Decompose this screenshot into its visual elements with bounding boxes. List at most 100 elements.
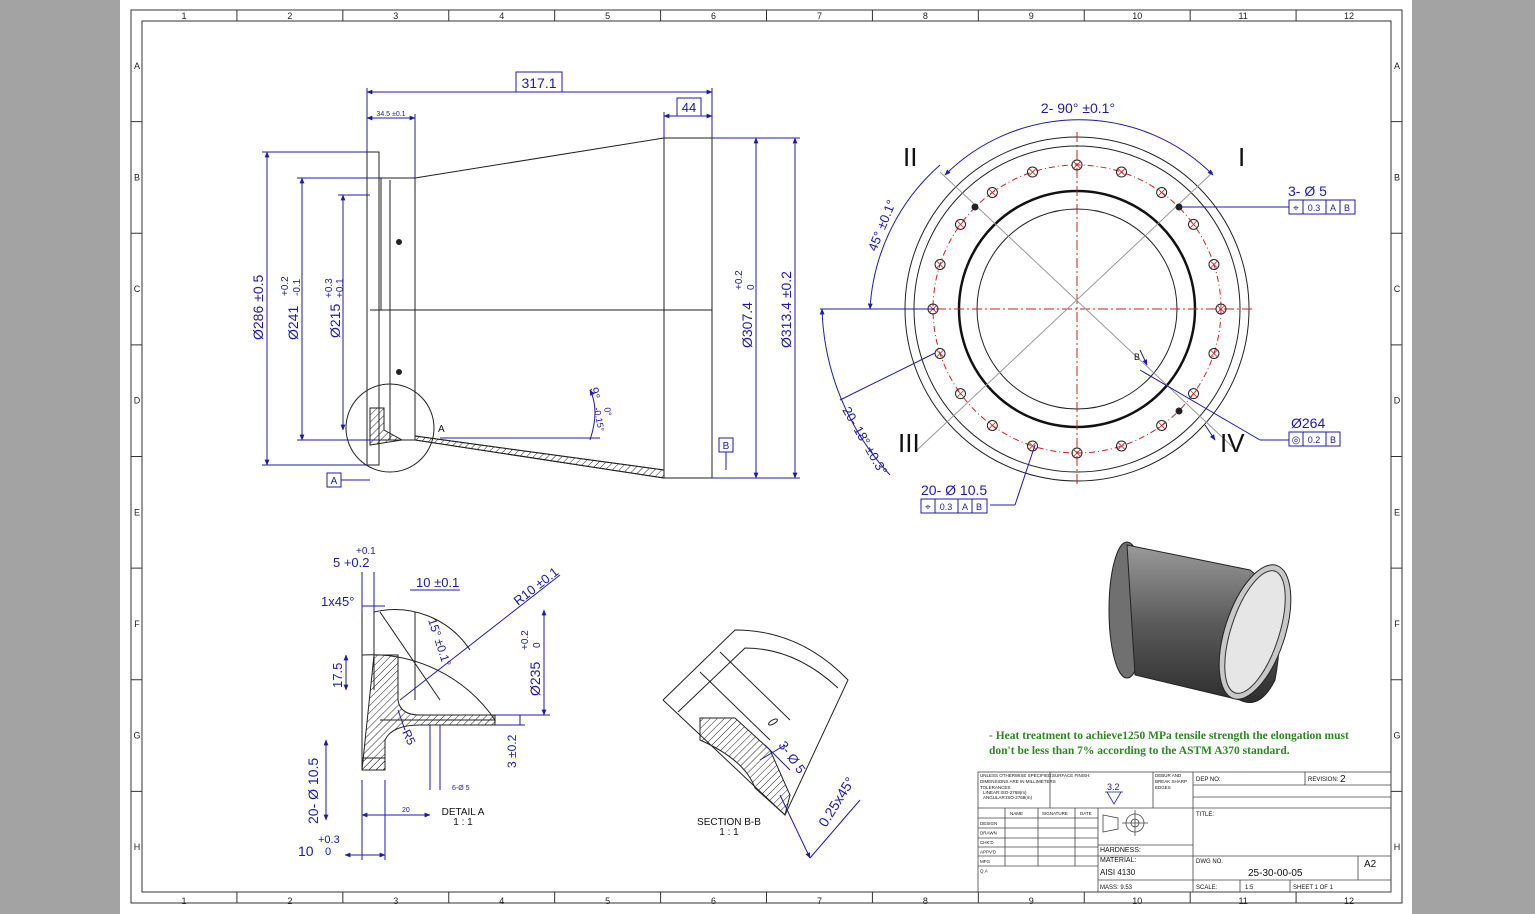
approval-row-label: DRAWN xyxy=(980,831,997,836)
cone-angle-dim: 9° xyxy=(587,386,603,400)
approval-row-label: Q.A xyxy=(980,869,988,874)
bolt-hole xyxy=(1156,419,1168,431)
zone-col-12: 12 xyxy=(1344,11,1354,21)
zone-row-C: C xyxy=(1394,284,1401,294)
approval-row-label: APPV'D xyxy=(980,850,997,855)
zone-col-5: 5 xyxy=(605,896,610,906)
detail-a-dimensions xyxy=(323,572,561,860)
detail-dim-20: 20 xyxy=(402,807,410,814)
bolt-hole xyxy=(1115,166,1127,178)
svg-text:ANGULAR:ISO-2768(m): ANGULAR:ISO-2768(m) xyxy=(983,795,1033,800)
dia-215-dim: Ø215 xyxy=(327,304,343,338)
sheet-count: SHEET 1 OF 1 xyxy=(1293,885,1334,891)
zone-col-1: 1 xyxy=(181,896,186,906)
detail-dim-17-5: 17.5 xyxy=(330,663,345,688)
section-marker-b: B xyxy=(1134,352,1140,362)
drawing-number: 25-30-00-05 xyxy=(1248,868,1303,879)
svg-text:NAME: NAME xyxy=(1010,811,1023,816)
bolt-hole xyxy=(934,259,946,271)
fcf-dia-264: ◎ 0.2 B xyxy=(1288,431,1341,447)
note-line-2: don't be less than 7% according to the A… xyxy=(989,745,1290,757)
detail-dim-5-tol: +0.1 xyxy=(356,546,376,557)
detail-dim-10b-tol-up: +0.3 xyxy=(318,834,340,846)
zone-col-4: 4 xyxy=(499,896,504,906)
zone-col-11: 11 xyxy=(1238,11,1247,21)
zone-row-D: D xyxy=(1394,396,1401,406)
bolt-hole xyxy=(955,388,967,400)
svg-text:0.3: 0.3 xyxy=(940,502,953,512)
svg-text:SCALE:: SCALE: xyxy=(1196,885,1218,891)
zone-col-6: 6 xyxy=(711,896,716,906)
zone-col-5: 5 xyxy=(605,11,610,21)
view-line-i: I xyxy=(1238,142,1245,172)
zone-col-4: 4 xyxy=(499,11,504,21)
dia-307-dim: Ø307.4 xyxy=(739,302,755,348)
svg-text:DATE: DATE xyxy=(1080,811,1092,816)
zone-col-2: 2 xyxy=(287,896,292,906)
zone-col-10: 10 xyxy=(1132,896,1142,906)
flange-hub xyxy=(379,177,416,441)
detail-a-view xyxy=(361,609,496,771)
detail-radius-5: R5 xyxy=(399,727,418,747)
cone-angle-tol-up: 0° xyxy=(602,407,613,418)
view-line-iii: III xyxy=(898,428,920,458)
dia-215-tol-up: +0.3 xyxy=(324,278,335,298)
svg-text:DIMENSIONS ARE IN MILLIMETERS: DIMENSIONS ARE IN MILLIMETERS xyxy=(980,779,1056,784)
dia-286-dim: Ø286 ±0.5 xyxy=(250,275,266,340)
dia-264-dim: Ø264 xyxy=(1291,415,1325,431)
zone-row-D: D xyxy=(134,396,141,406)
datum-a-label: A xyxy=(331,476,338,487)
svg-text:B: B xyxy=(1330,435,1336,445)
svg-text:◎: ◎ xyxy=(1292,435,1301,446)
zone-col-6: 6 xyxy=(711,11,716,21)
svg-text:A: A xyxy=(1330,203,1336,213)
detail-dim-10b-tol-lo: 0 xyxy=(325,846,331,858)
datum-b-label: B xyxy=(723,441,730,452)
flange-thickness-dim: 34.5 ±0.1 xyxy=(376,111,405,118)
svg-text:SURFACE FINISH:: SURFACE FINISH: xyxy=(1052,773,1091,778)
cone-top xyxy=(414,137,665,179)
svg-text:B: B xyxy=(1344,203,1350,213)
detail-a-circle xyxy=(345,383,435,473)
section-hole-dim: 3- Ø 5 xyxy=(776,738,809,776)
bolt-hole xyxy=(1027,166,1039,178)
zone-row-E: E xyxy=(134,507,140,517)
zone-row-F: F xyxy=(134,619,140,629)
zone-col-10: 10 xyxy=(1132,11,1142,21)
flange-outline xyxy=(366,151,380,466)
detail-a-marker: A xyxy=(438,424,445,435)
bolt-hole xyxy=(986,419,998,431)
holes-3-dim: 3- Ø 5 xyxy=(1288,183,1327,199)
detail-a-title: DETAIL A xyxy=(442,807,485,818)
zone-row-A: A xyxy=(1394,61,1400,71)
zone-row-B: B xyxy=(1394,172,1400,182)
zone-col-11: 11 xyxy=(1238,896,1247,906)
end-view xyxy=(900,132,1254,486)
svg-text:DEP NO:: DEP NO: xyxy=(1196,777,1221,783)
svg-text:DWG NO.: DWG NO. xyxy=(1196,859,1223,865)
end-view-labels: I II III IV 2- 90° ±0.1° 45° ±0.1° 20- 1… xyxy=(839,100,1356,514)
detail-dim-6: 6-Ø 5 xyxy=(452,785,470,792)
dia-307-tol-lo: 0 xyxy=(746,284,757,290)
zone-row-H: H xyxy=(134,842,141,852)
note-line-1: - Heat treatment to achieve1250 MPa tens… xyxy=(989,730,1349,742)
bolt-hole xyxy=(1071,447,1083,459)
detail-dim-5: 5 +0.2 xyxy=(333,555,370,570)
sheet-size: A2 xyxy=(1364,859,1377,870)
section-bb-view xyxy=(662,629,849,816)
fcf-holes-20: ⌖ 0.3 A B xyxy=(920,498,988,514)
angle-2x90-dim: 2- 90° ±0.1° xyxy=(1041,100,1115,116)
detail-chamfer: 1x45° xyxy=(321,594,354,609)
view-line-ii: II xyxy=(903,142,917,172)
section-bb-dimensions xyxy=(759,744,861,859)
svg-text:BREAK SHARP: BREAK SHARP xyxy=(1155,779,1187,784)
svg-text:LINEAR:ISO-2768(m): LINEAR:ISO-2768(m) xyxy=(983,790,1027,795)
zone-row-F: F xyxy=(1394,619,1400,629)
svg-text:MATERIAL:: MATERIAL: xyxy=(1100,857,1136,864)
detail-dim-20-hole: 20- Ø 10.5 xyxy=(305,758,321,824)
svg-text:HARDNESS:: HARDNESS: xyxy=(1100,847,1141,854)
svg-text:SIGNATURE: SIGNATURE xyxy=(1042,811,1068,816)
bolt-hole xyxy=(986,187,998,199)
zone-col-1: 1 xyxy=(181,11,186,21)
